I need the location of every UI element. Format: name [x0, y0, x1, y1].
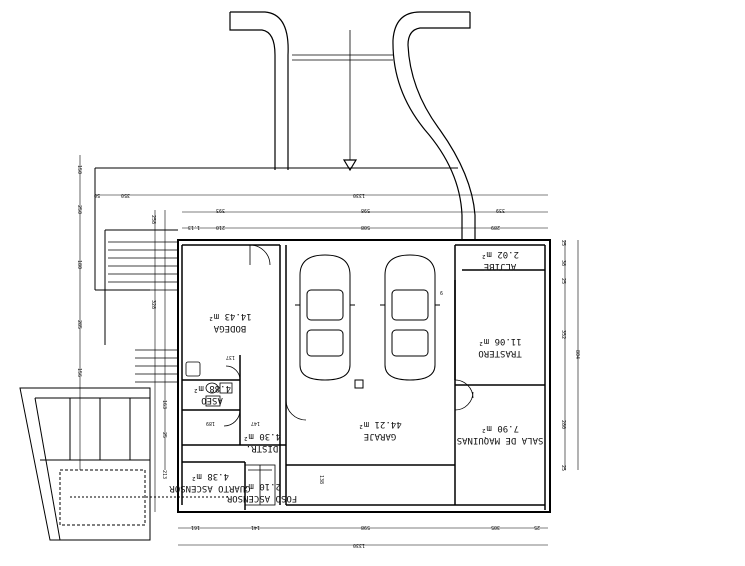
dim-top-113: 1.13 [188, 224, 200, 230]
label-bodega: BODEGA [213, 323, 246, 333]
label-distr: DISTR. [246, 443, 279, 453]
dim-left-25: 25 [161, 432, 167, 438]
room-labels: ALJIBE 2.02 m² BODEGA 14.43 m² TRASTERO … [169, 249, 544, 503]
dim-left-285: 285 [76, 320, 82, 329]
dim-mid-138: 138 [318, 475, 324, 484]
dim-row-508: 508 [361, 224, 370, 230]
dim-right-38: 38 [560, 260, 566, 266]
dim-mid-6: 6 [440, 291, 443, 297]
elevator-shaft [244, 464, 276, 506]
access-ramp [229, 11, 476, 240]
dimension-lines [79, 155, 579, 546]
car-left [295, 254, 355, 381]
dim-top-50: 50 [94, 192, 100, 198]
dim-top-total: 1330 [353, 192, 365, 198]
label-garaje: GARAJE [364, 431, 397, 441]
dim-left-250: 250 [76, 205, 82, 214]
dim-left-180: 180 [76, 260, 82, 269]
dim-left-163: 163 [161, 400, 167, 409]
dim-left-156: 156 [76, 368, 82, 377]
dim-bot-305: 305 [491, 524, 500, 530]
bathroom-fixtures [185, 361, 233, 407]
area-foso: 2.10 m² [243, 481, 281, 491]
dim-mid-147: 147 [251, 420, 260, 426]
dim-bot-141: 141 [251, 524, 260, 530]
dim-top-393: 393 [216, 207, 225, 213]
dim-right-25a: 25 [560, 240, 566, 246]
dimension-texts: 1330 598 339 393 350 50 210 1.13 508 289… [76, 165, 580, 548]
doors [223, 244, 474, 427]
car-right [380, 254, 440, 381]
column [354, 379, 364, 389]
dim-right-25c: 25 [560, 465, 566, 471]
dim-right-352: 352 [560, 330, 566, 339]
dim-top-350: 350 [121, 192, 130, 198]
area-garaje: 44.21 m² [358, 419, 401, 429]
dim-mid-137: 137 [226, 354, 235, 360]
dim-top-339: 339 [496, 207, 505, 213]
label-sala: SALA DE MAQUINAS [457, 435, 544, 445]
label-trastero: TRASTERO [478, 348, 521, 358]
outer-walls [94, 167, 551, 513]
label-aseo: ASEO [201, 395, 223, 405]
area-trastero: 11.06 m² [478, 336, 521, 346]
dim-top-210: 210 [216, 224, 225, 230]
label-foso: FOSO ASCENSOR [226, 493, 297, 503]
area-sala: 7.90 m² [481, 423, 519, 433]
label-cuarto: CUARTO ASCENSOR [169, 483, 251, 493]
dim-top-598: 598 [361, 207, 370, 213]
dim-right-804: 804 [574, 350, 580, 359]
dim-mid-189: 189 [206, 420, 215, 426]
dim-left-328: 328 [150, 300, 156, 309]
dim-left-213: 213 [161, 470, 167, 479]
dim-right-25b: 25 [560, 278, 566, 284]
area-bodega: 14.43 m² [208, 311, 251, 321]
lower-left-wall [19, 387, 230, 541]
label-aljibe: ALJIBE [484, 261, 517, 271]
area-cuarto: 4.38 m² [191, 471, 229, 481]
area-aseo: 4.88 m² [193, 383, 231, 393]
staircase [108, 241, 178, 383]
dim-left-150: 150 [76, 165, 82, 174]
dim-bot-598: 598 [361, 524, 370, 530]
dim-bot-25: 25 [534, 524, 540, 530]
area-aljibe: 2.02 m² [481, 249, 519, 259]
dim-bottom-total: 1330 [353, 542, 365, 548]
area-distr: 4.30 m² [243, 431, 281, 441]
interior-walls [181, 244, 546, 510]
dim-right-280: 280 [560, 420, 566, 429]
dim-left-258: 258 [150, 215, 156, 224]
dim-bot-161: 161 [191, 524, 200, 530]
dim-row-289: 289 [491, 224, 500, 230]
